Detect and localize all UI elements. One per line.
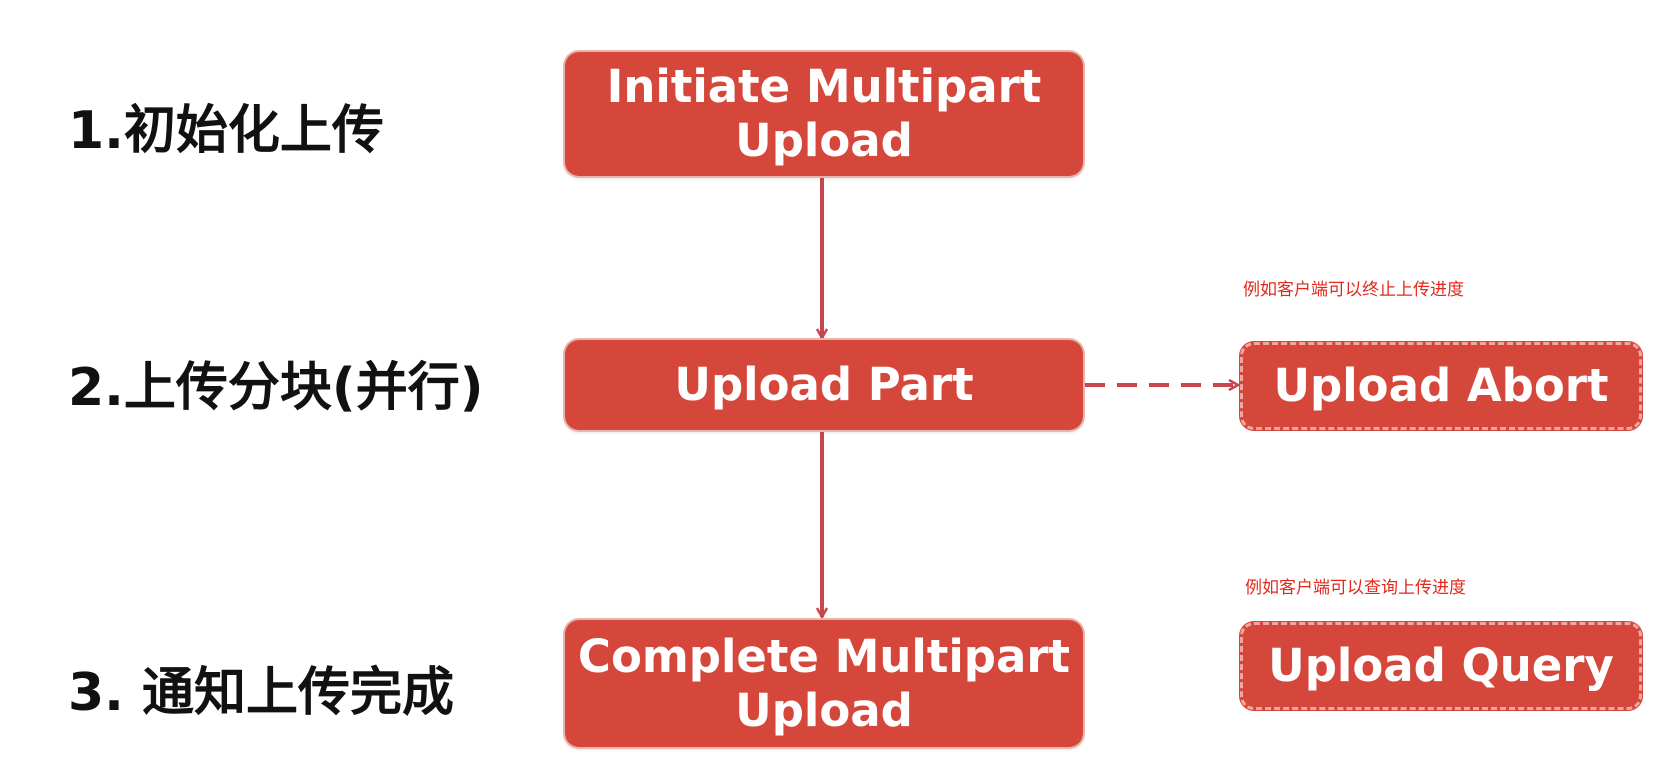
upload-abort-node-label: Upload Abort (1273, 359, 1609, 412)
abort-note: 例如客户端可以终止上传进度 (1243, 280, 1464, 300)
initiate-node-line1: Initiate Multipart (606, 60, 1042, 113)
initiate-multipart-upload-node: Initiate Multipart Upload (565, 52, 1083, 176)
query-note: 例如客户端可以查询上传进度 (1245, 578, 1466, 598)
initiate-node-line2: Upload (735, 114, 913, 167)
upload-query-node-label: Upload Query (1268, 639, 1614, 692)
upload-abort-node: Upload Abort (1240, 342, 1642, 430)
step-label-initiate: 1.初始化上传 (68, 101, 384, 161)
upload-part-node-label: Upload Part (674, 358, 974, 411)
upload-part-node: Upload Part (565, 340, 1083, 430)
complete-node-line1: Complete Multipart (577, 629, 1071, 683)
complete-multipart-upload-node: Complete Multipart Upload (565, 620, 1083, 747)
step-label-complete: 3. 通知上传完成 (68, 663, 455, 723)
complete-node-line2: Upload (735, 683, 913, 737)
step-label-upload-part: 2.上传分块(并行) (68, 358, 484, 418)
upload-query-node: Upload Query (1240, 622, 1642, 710)
